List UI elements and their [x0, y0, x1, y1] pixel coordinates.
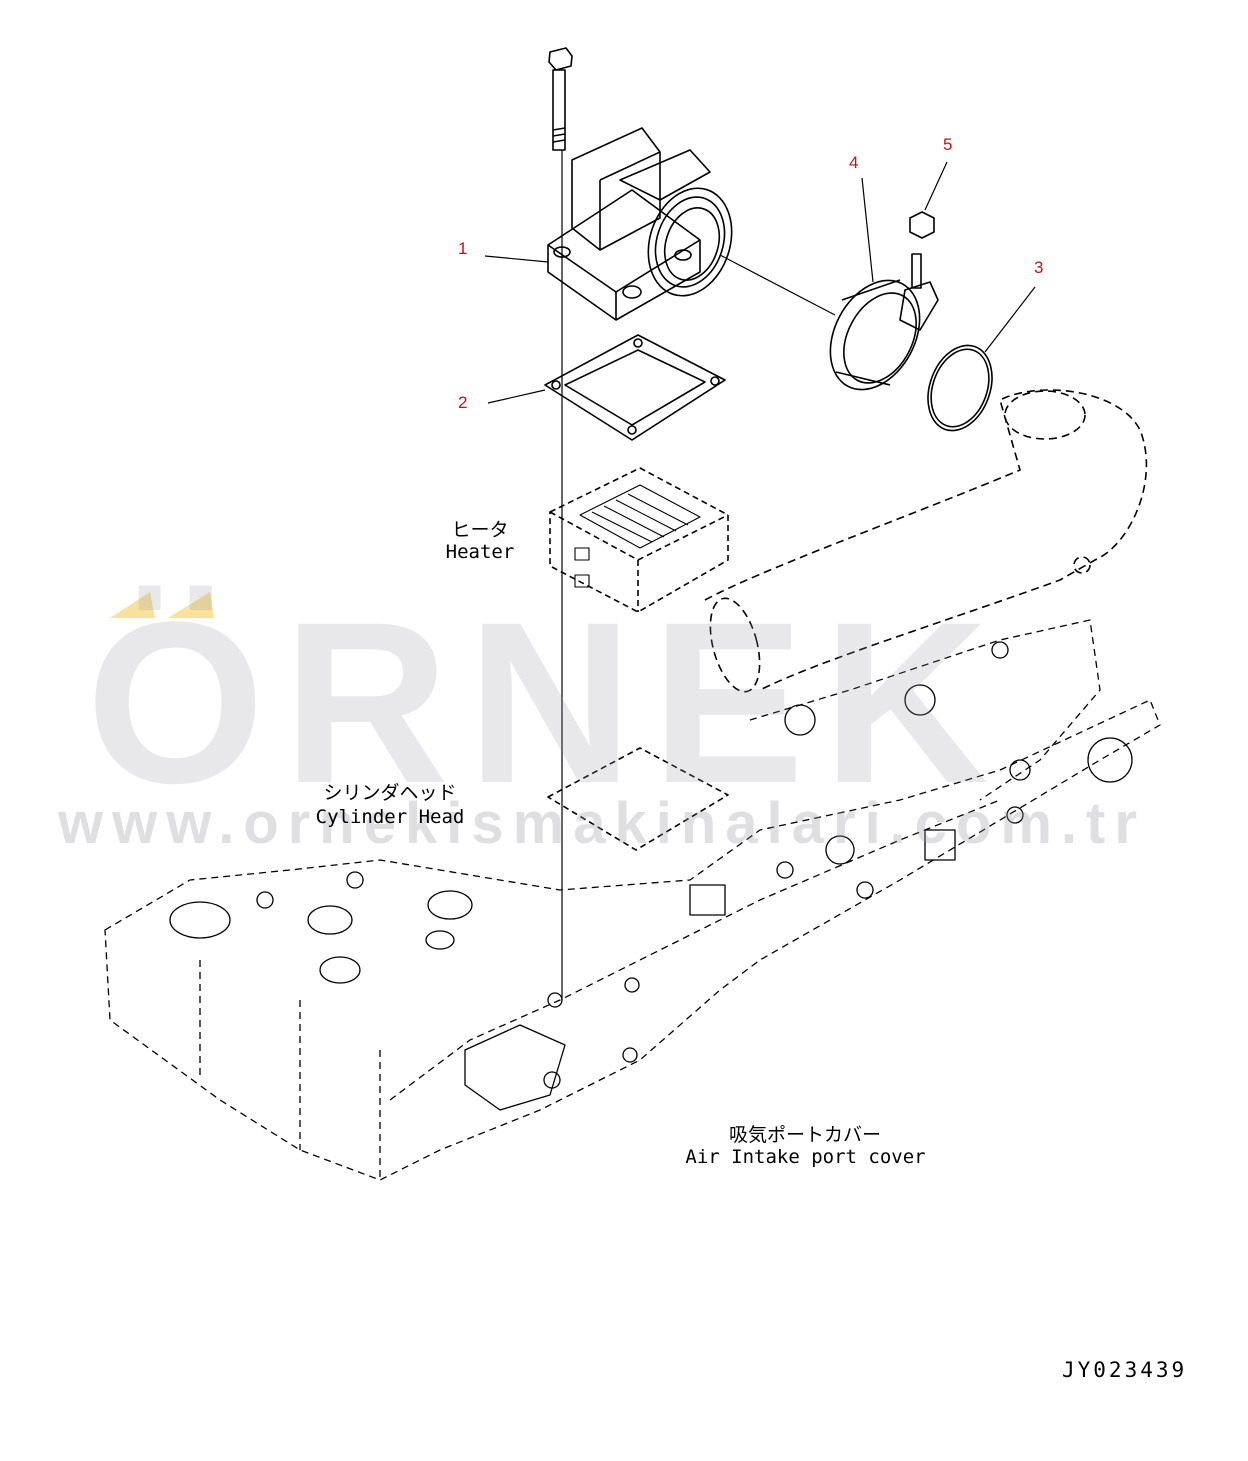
gasket-part	[544, 334, 726, 441]
callout-4: 4	[849, 153, 859, 172]
leader-4	[861, 177, 874, 283]
intake-pipe-part	[704, 389, 1148, 693]
cylinder-head-label-jp: シリンダヘッド	[323, 782, 457, 804]
watermark-brand: ÖRNEK	[86, 574, 1007, 831]
o-ring-part	[927, 344, 993, 432]
callout-3: 3	[1034, 258, 1044, 277]
heater-label-en: Heater	[445, 541, 515, 563]
intake-cover-label-en: Air Intake port cover	[685, 1146, 926, 1168]
cover-gasket-part	[547, 747, 729, 851]
drawing-code: JY023439	[1062, 1358, 1188, 1382]
leader-3	[984, 286, 1036, 353]
leader-1	[484, 255, 549, 263]
watermark-url: www.ornekismakinalari.com.tr	[58, 791, 1146, 856]
watermark-accent-2	[168, 592, 214, 618]
callout-5: 5	[943, 135, 953, 154]
nut-part	[909, 211, 935, 239]
clamp-part	[829, 253, 939, 391]
cylinder-head-part	[104, 619, 1161, 1181]
intake-connector-part	[547, 127, 836, 321]
leader-5	[924, 161, 948, 211]
callout-2: 2	[458, 393, 468, 412]
callout-1: 1	[458, 239, 468, 258]
heater-part	[549, 467, 729, 613]
watermark-accent-1	[110, 592, 155, 618]
heater-label-jp: ヒータ	[451, 519, 509, 541]
leader-2	[487, 389, 546, 404]
cylinder-head-label-en: Cylinder Head	[315, 806, 465, 828]
intake-cover-label-jp: 吸気ポートカバー	[728, 1124, 881, 1146]
bolt-part	[548, 47, 573, 151]
